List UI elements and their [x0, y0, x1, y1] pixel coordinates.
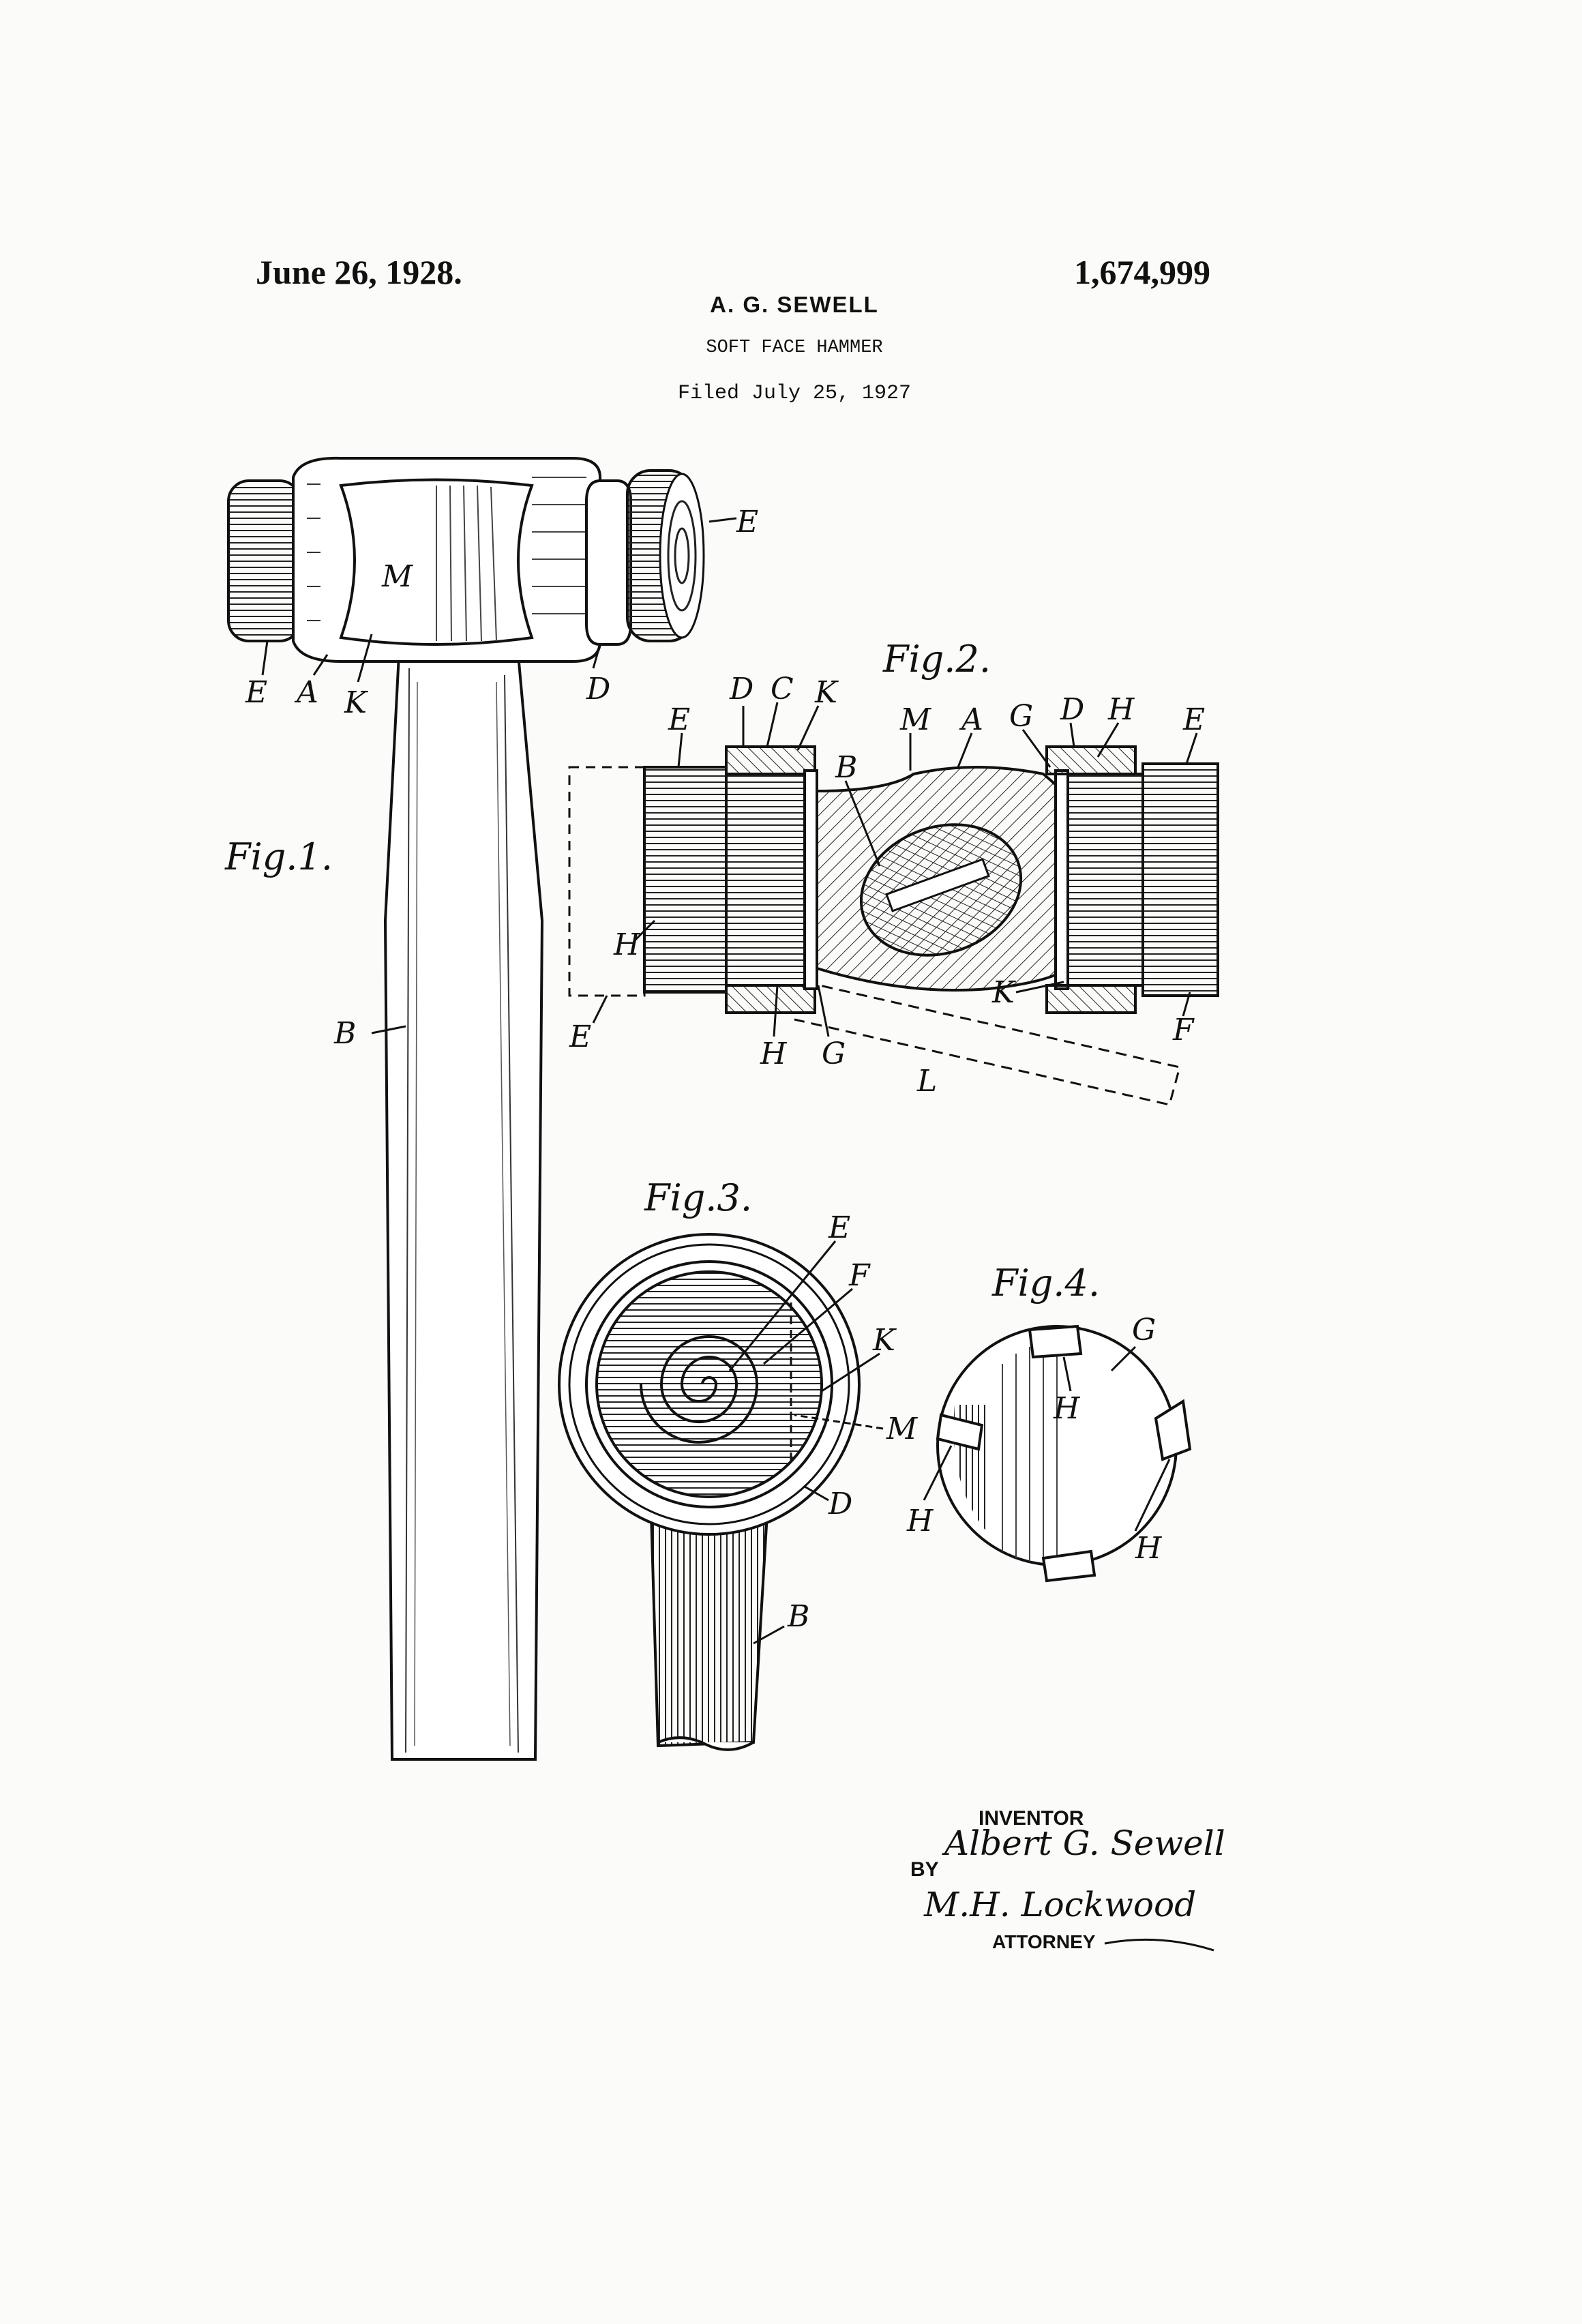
- fig1-leader: [709, 518, 736, 522]
- fig2-label: H: [1107, 692, 1135, 727]
- fig2-right-face: [1143, 764, 1218, 996]
- fig1-right-ring: [586, 481, 631, 644]
- fig2-right-plate: [1056, 771, 1068, 989]
- fig4-tab-bottom: [1043, 1551, 1094, 1581]
- fig1-label: B: [333, 1016, 356, 1051]
- fig2-leader: [958, 733, 972, 767]
- fig2-leader: [798, 706, 818, 750]
- fig3-label: B: [787, 1599, 809, 1634]
- fig1-label: E: [736, 505, 758, 539]
- fig2-leader: [818, 985, 829, 1037]
- fig3-label: M: [886, 1412, 918, 1446]
- fig1-label: A: [294, 675, 318, 710]
- fig4-label: H: [906, 1504, 934, 1538]
- fig1-label: K: [344, 685, 368, 720]
- fig2-label: D: [1060, 692, 1084, 727]
- fig2-label: B: [835, 750, 857, 785]
- fig4-label: H: [1135, 1531, 1163, 1566]
- fig2-left-collar-bottom: [726, 985, 815, 1013]
- attorney-signature: M.H. Lockwood: [923, 1885, 1196, 1924]
- figure-4: Fig.4. G H H H: [906, 1262, 1190, 1581]
- fig2-leader: [767, 702, 777, 747]
- attorney-label: ATTORNEY: [992, 1931, 1095, 1953]
- fig2-leader: [1186, 733, 1197, 764]
- fig2-label: K: [991, 975, 1016, 1010]
- fig2-label: E: [569, 1019, 591, 1054]
- fig1-left-face: [228, 481, 300, 641]
- fig2-left-face: [644, 767, 726, 992]
- fig2-left-plate: [805, 771, 817, 989]
- fig1-label: M: [381, 559, 413, 594]
- fig2-leader: [593, 996, 607, 1023]
- attorney-signature-flourish: [1105, 1939, 1214, 1950]
- fig3-caption: Fig.3.: [644, 1176, 752, 1219]
- fig3-handle: [651, 1514, 767, 1746]
- figure-3: Fig.3. E F K M D B: [559, 1176, 918, 1750]
- fig2-right-collar-bottom: [1047, 985, 1135, 1013]
- fig1-label: E: [245, 675, 267, 710]
- fig3-label: F: [848, 1258, 871, 1293]
- fig3-face: [597, 1272, 822, 1497]
- fig2-label: L: [916, 1064, 937, 1099]
- fig2-label: G: [1009, 699, 1033, 734]
- fig3-label: E: [828, 1210, 850, 1245]
- fig2-caption: Fig.2.: [882, 638, 991, 681]
- fig3-label: K: [872, 1323, 897, 1358]
- fig2-label: G: [822, 1037, 846, 1071]
- fig2-label: E: [668, 702, 690, 737]
- fig1-label: D: [586, 672, 610, 706]
- fig2-label: H: [760, 1037, 788, 1071]
- fig1-caption: Fig.1.: [224, 835, 333, 878]
- fig2-label: H: [613, 927, 641, 962]
- fig2-left-core: [726, 774, 805, 985]
- fig2-left-collar-top: [726, 747, 815, 774]
- fig2-label: A: [959, 702, 983, 737]
- fig2-leader: [678, 733, 682, 767]
- fig2-label: K: [814, 675, 839, 710]
- fig2-right-collar-top: [1047, 747, 1135, 774]
- fig4-caption: Fig.4.: [991, 1262, 1100, 1305]
- fig4-label: G: [1132, 1313, 1156, 1347]
- fig4-tab-top: [1030, 1326, 1081, 1357]
- fig1-leader: [263, 641, 267, 675]
- fig2-label: F: [1172, 1013, 1195, 1047]
- inventor-label: INVENTOR: [979, 1807, 1084, 1830]
- fig2-label: E: [1182, 702, 1205, 737]
- fig2-label: M: [899, 702, 931, 737]
- fig2-label: C: [771, 672, 794, 706]
- fig4-label: H: [1053, 1391, 1081, 1426]
- fig1-face-end: [660, 474, 704, 638]
- figure-2: Fig.2.: [569, 638, 1218, 1105]
- fig3-label: D: [828, 1487, 852, 1521]
- fig2-right-core: [1068, 774, 1143, 985]
- by-label: BY: [910, 1858, 939, 1881]
- fig2-label: D: [729, 672, 753, 706]
